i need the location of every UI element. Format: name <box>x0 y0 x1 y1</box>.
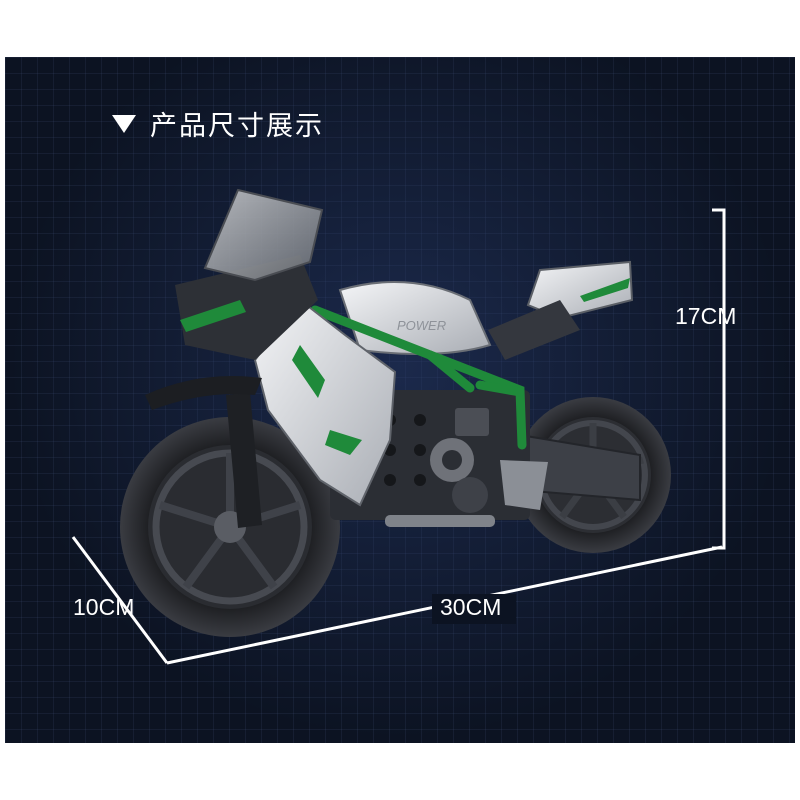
front-fender <box>145 376 262 410</box>
cowl-accent <box>180 300 246 332</box>
front-wheel <box>120 417 340 637</box>
headlight-cowl <box>175 255 318 360</box>
trellis-frame <box>310 305 527 450</box>
length-label: 30CM <box>440 594 502 620</box>
rear-frame <box>488 300 580 360</box>
triangle-down-icon <box>112 114 136 133</box>
engine-block <box>330 390 530 520</box>
heading-text: 产品尺寸展示 <box>150 111 324 142</box>
tail-stripe <box>580 278 630 302</box>
depth-label: 10CM <box>73 594 135 620</box>
front-fairing <box>253 298 397 507</box>
depth-dimension-line <box>71 536 169 664</box>
fairing-stripe-lower <box>325 430 362 455</box>
length-label-mask <box>432 594 516 624</box>
tank-logo: POWER <box>397 318 446 333</box>
front-fork <box>226 392 262 528</box>
exhaust <box>385 515 495 527</box>
height-label: 17CM <box>675 303 737 329</box>
windscreen <box>203 188 324 282</box>
footpeg-plate <box>500 460 548 510</box>
section-heading: 产品尺寸展示 <box>112 104 324 143</box>
fairing-stripe <box>292 345 325 398</box>
